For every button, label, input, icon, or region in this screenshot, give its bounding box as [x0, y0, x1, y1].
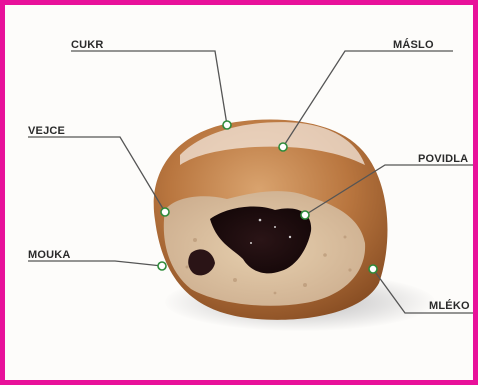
marker-cukr [223, 121, 231, 129]
marker-vejce [161, 208, 169, 216]
leader-line-mouka [28, 261, 162, 266]
marker-povidla [301, 211, 309, 219]
label-mleko: MLÉKO [429, 300, 470, 312]
marker-mouka [158, 262, 166, 270]
marker-maslo [279, 143, 287, 151]
label-cukr: CUKR [71, 39, 104, 51]
marker-mleko [369, 265, 377, 273]
label-vejce: VEJCE [28, 125, 65, 137]
buchta-illustration [5, 5, 478, 385]
label-povidla: POVIDLA [418, 153, 468, 165]
leader-line-cukr [71, 51, 227, 125]
leader-line-vejce [28, 137, 165, 212]
label-mouka: MOUKA [28, 249, 71, 261]
label-maslo: MÁSLO [393, 39, 434, 51]
